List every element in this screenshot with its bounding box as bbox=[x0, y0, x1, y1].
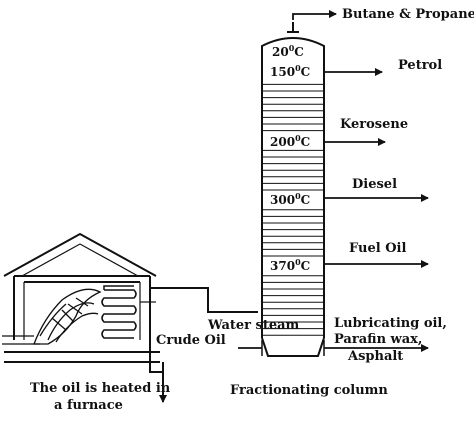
furnace-drain bbox=[149, 340, 164, 373]
temp-370: 3700C bbox=[270, 257, 310, 273]
caption-furnace-line1: The oil is heated in bbox=[30, 381, 171, 396]
label-diesel: Diesel bbox=[352, 177, 397, 192]
product-outlets bbox=[238, 10, 429, 352]
temp-150: 1500C bbox=[270, 63, 310, 79]
product-labels: Butane & Propane Petrol Kerosene Diesel … bbox=[334, 7, 474, 364]
column-trays bbox=[262, 83, 324, 336]
label-butane-propane: Butane & Propane bbox=[342, 7, 474, 22]
furnace-flames bbox=[2, 288, 102, 345]
burner-pipe bbox=[2, 335, 40, 345]
hot-oil-pipe bbox=[150, 287, 258, 313]
outlet-arrow-butane bbox=[292, 10, 337, 20]
top-outlet-pipe bbox=[287, 22, 299, 33]
label-paraffin-wax: Parafin wax, bbox=[334, 332, 422, 347]
label-crude-oil: Crude Oil bbox=[156, 333, 226, 348]
temp-300: 3000C bbox=[270, 191, 310, 207]
label-kerosene: Kerosene bbox=[340, 117, 408, 132]
temp-20: 200C bbox=[272, 43, 304, 59]
label-petrol: Petrol bbox=[398, 58, 442, 73]
temperature-labels: 200C 1500C 2000C 3000C 3700C bbox=[268, 43, 318, 273]
furnace-roof bbox=[3, 232, 157, 277]
caption-furnace-line2: a furnace bbox=[54, 398, 123, 413]
column-dome bbox=[261, 37, 325, 55]
label-asphalt: Asphalt bbox=[347, 349, 403, 364]
label-water-steam: Water steam bbox=[207, 318, 300, 333]
column-base bbox=[261, 337, 325, 357]
temp-200: 2000C bbox=[270, 133, 310, 149]
captions: The oil is heated in a furnace Fractiona… bbox=[30, 381, 388, 413]
input-labels: Water steam Crude Oil bbox=[156, 318, 300, 348]
furnace bbox=[3, 232, 258, 403]
label-fuel-oil: Fuel Oil bbox=[349, 241, 406, 256]
furnace-coil bbox=[101, 285, 137, 339]
caption-fractionating-column: Fractionating column bbox=[230, 383, 388, 398]
label-lubricating-oil: Lubricating oil, bbox=[334, 316, 447, 331]
